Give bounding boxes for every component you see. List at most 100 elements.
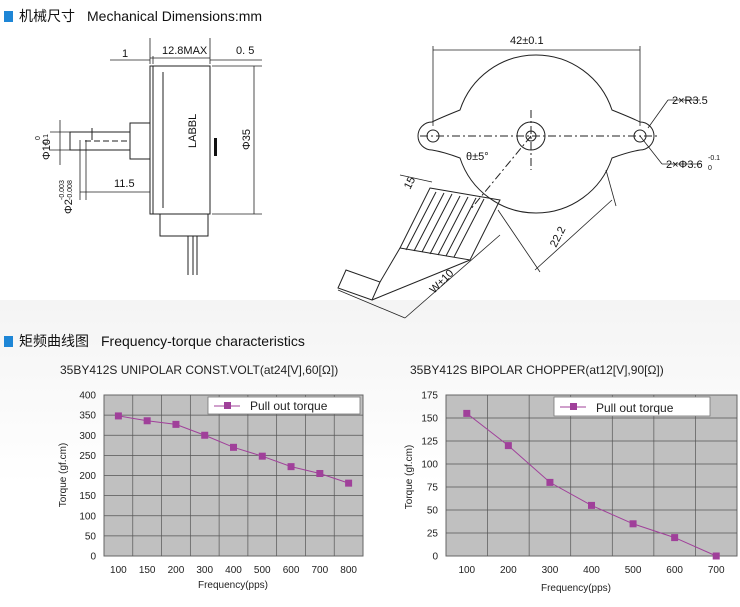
y-tick-labels: 0 25 50 75 100 125 150 175 bbox=[421, 391, 438, 563]
y-tick-label: 150 bbox=[421, 414, 438, 425]
x-axis-label: Frequency(pps) bbox=[541, 583, 611, 594]
chart-title: 35BY412S BIPOLAR CHOPPER(at12[V],90[Ω]) bbox=[410, 363, 664, 377]
dim-phi2: Φ2 bbox=[63, 199, 75, 214]
data-point bbox=[463, 409, 471, 417]
y-tick-label: 350 bbox=[79, 411, 96, 422]
series-marks bbox=[463, 409, 720, 560]
data-point bbox=[172, 420, 180, 428]
section-marker bbox=[4, 10, 13, 22]
plot-area bbox=[445, 394, 738, 557]
data-point bbox=[629, 520, 637, 528]
section-title-zh: 机械尺寸 bbox=[19, 8, 75, 24]
dim-12-8: 12.8MAX bbox=[162, 45, 208, 57]
top-view-drawing: 42±0.1 2×R3.5 2×Φ3.6 -0.1 0 θ±5° 15 22.2… bbox=[337, 35, 720, 319]
dim-11-5: 11.5 bbox=[114, 178, 135, 190]
legend-label: Pull out torque bbox=[596, 401, 674, 415]
dim-phi2-tol-bot: -0.008 bbox=[67, 180, 74, 200]
y-axis-label: Torque (gf.cm) bbox=[58, 443, 69, 507]
dim-0-5: 0. 5 bbox=[236, 45, 254, 57]
data-point bbox=[671, 534, 679, 542]
y-tick-label: 0 bbox=[90, 552, 96, 563]
section-header-dimensions: 机械尺寸 Mechanical Dimensions:mm bbox=[4, 6, 262, 26]
motor-label: LABBL bbox=[187, 114, 199, 148]
dim-15: 15 bbox=[402, 175, 418, 191]
side-view-drawing: 1 12.8MAX 0. 5 11.5 LABBL Φ35 Φ10 0 -0.1… bbox=[35, 38, 262, 275]
y-tick-label: 300 bbox=[79, 431, 96, 442]
y-tick-label: 50 bbox=[427, 506, 439, 517]
x-tick-label: 100 bbox=[458, 565, 475, 576]
dim-r35: 2×R3.5 bbox=[672, 95, 708, 107]
x-tick-label: 200 bbox=[500, 565, 517, 576]
x-tick-label: 300 bbox=[542, 565, 559, 576]
y-tick-label: 175 bbox=[421, 391, 438, 402]
x-tick-label: 100 bbox=[110, 565, 127, 576]
series-marks bbox=[114, 412, 353, 487]
x-tick-label: 500 bbox=[254, 565, 271, 576]
y-tick-label: 250 bbox=[79, 451, 96, 462]
x-tick-label: 200 bbox=[168, 565, 185, 576]
x-tick-label: 800 bbox=[340, 565, 357, 576]
x-tick-label: 500 bbox=[625, 565, 642, 576]
dim-phi36-tol-top: -0.1 bbox=[708, 155, 720, 162]
x-tick-label: 600 bbox=[666, 565, 683, 576]
legend-marker bbox=[570, 403, 577, 410]
y-tick-label: 400 bbox=[79, 391, 96, 402]
x-tick-label: 400 bbox=[583, 565, 600, 576]
legend-box bbox=[553, 396, 711, 417]
x-tick-labels: 100 200 300 400 500 600 700 bbox=[458, 565, 725, 576]
data-point bbox=[345, 479, 353, 487]
dim-phi2-tol-top: -0.003 bbox=[59, 180, 66, 200]
dim-phi10-tol-bot: -0.1 bbox=[43, 134, 50, 146]
section-marker bbox=[4, 335, 13, 347]
section-title-zh: 矩频曲线图 bbox=[19, 333, 89, 349]
y-tick-label: 25 bbox=[427, 529, 439, 540]
x-tick-label: 300 bbox=[196, 565, 213, 576]
x-tick-label: 700 bbox=[311, 565, 328, 576]
dim-phi36-tol-bot: 0 bbox=[708, 165, 712, 172]
dim-42: 42±0.1 bbox=[510, 35, 544, 47]
y-tick-label: 0 bbox=[432, 552, 438, 563]
data-point bbox=[504, 442, 512, 450]
data-point bbox=[201, 431, 209, 439]
y-axis-label: Torque (gf.cm) bbox=[404, 445, 415, 509]
grid bbox=[104, 395, 363, 556]
data-point bbox=[287, 463, 295, 471]
data-point bbox=[588, 501, 595, 509]
y-tick-label: 100 bbox=[79, 511, 96, 522]
grid bbox=[446, 395, 737, 556]
dim-1: 1 bbox=[122, 48, 128, 60]
dim-phi10: Φ10 bbox=[41, 139, 53, 160]
torque-chart-bipolar: 35BY412S BIPOLAR CHOPPER(at12[V],90[Ω]) … bbox=[404, 363, 738, 594]
x-tick-labels: 100 150 200 300 400 500 600 700 800 bbox=[110, 565, 357, 576]
chart-title: 35BY412S UNIPOLAR CONST.VOLT(at24[V],60[… bbox=[60, 363, 338, 377]
section-title-en: Frequency-torque characteristics bbox=[101, 333, 305, 349]
y-tick-label: 50 bbox=[85, 531, 97, 542]
x-axis-label: Frequency(pps) bbox=[198, 580, 268, 591]
x-tick-label: 700 bbox=[708, 565, 725, 576]
y-tick-label: 200 bbox=[79, 471, 96, 482]
dim-phi36: 2×Φ3.6 bbox=[666, 159, 703, 171]
section-header-frequency: 矩频曲线图 Frequency-torque characteristics bbox=[4, 331, 305, 351]
legend-label: Pull out torque bbox=[250, 399, 328, 413]
x-tick-label: 400 bbox=[225, 565, 242, 576]
dim-phi10-tol-top: 0 bbox=[35, 136, 42, 140]
legend-box bbox=[207, 396, 361, 415]
dim-theta: θ±5° bbox=[466, 151, 489, 163]
x-tick-label: 150 bbox=[139, 565, 156, 576]
data-point bbox=[316, 469, 324, 477]
dim-phi35: Φ35 bbox=[241, 129, 253, 150]
y-tick-label: 100 bbox=[421, 460, 438, 471]
data-point bbox=[712, 552, 720, 560]
data-point bbox=[143, 417, 151, 425]
x-tick-label: 600 bbox=[283, 565, 300, 576]
torque-chart-unipolar: 35BY412S UNIPOLAR CONST.VOLT(at24[V],60[… bbox=[58, 363, 364, 591]
data-point bbox=[230, 443, 237, 451]
section-title-en: Mechanical Dimensions:mm bbox=[87, 8, 263, 24]
data-point bbox=[546, 478, 554, 486]
legend-marker bbox=[224, 402, 231, 409]
y-tick-label: 125 bbox=[421, 437, 438, 448]
data-point bbox=[258, 452, 266, 460]
y-tick-label: 75 bbox=[427, 483, 439, 494]
dim-22-2: 22.2 bbox=[548, 225, 568, 250]
